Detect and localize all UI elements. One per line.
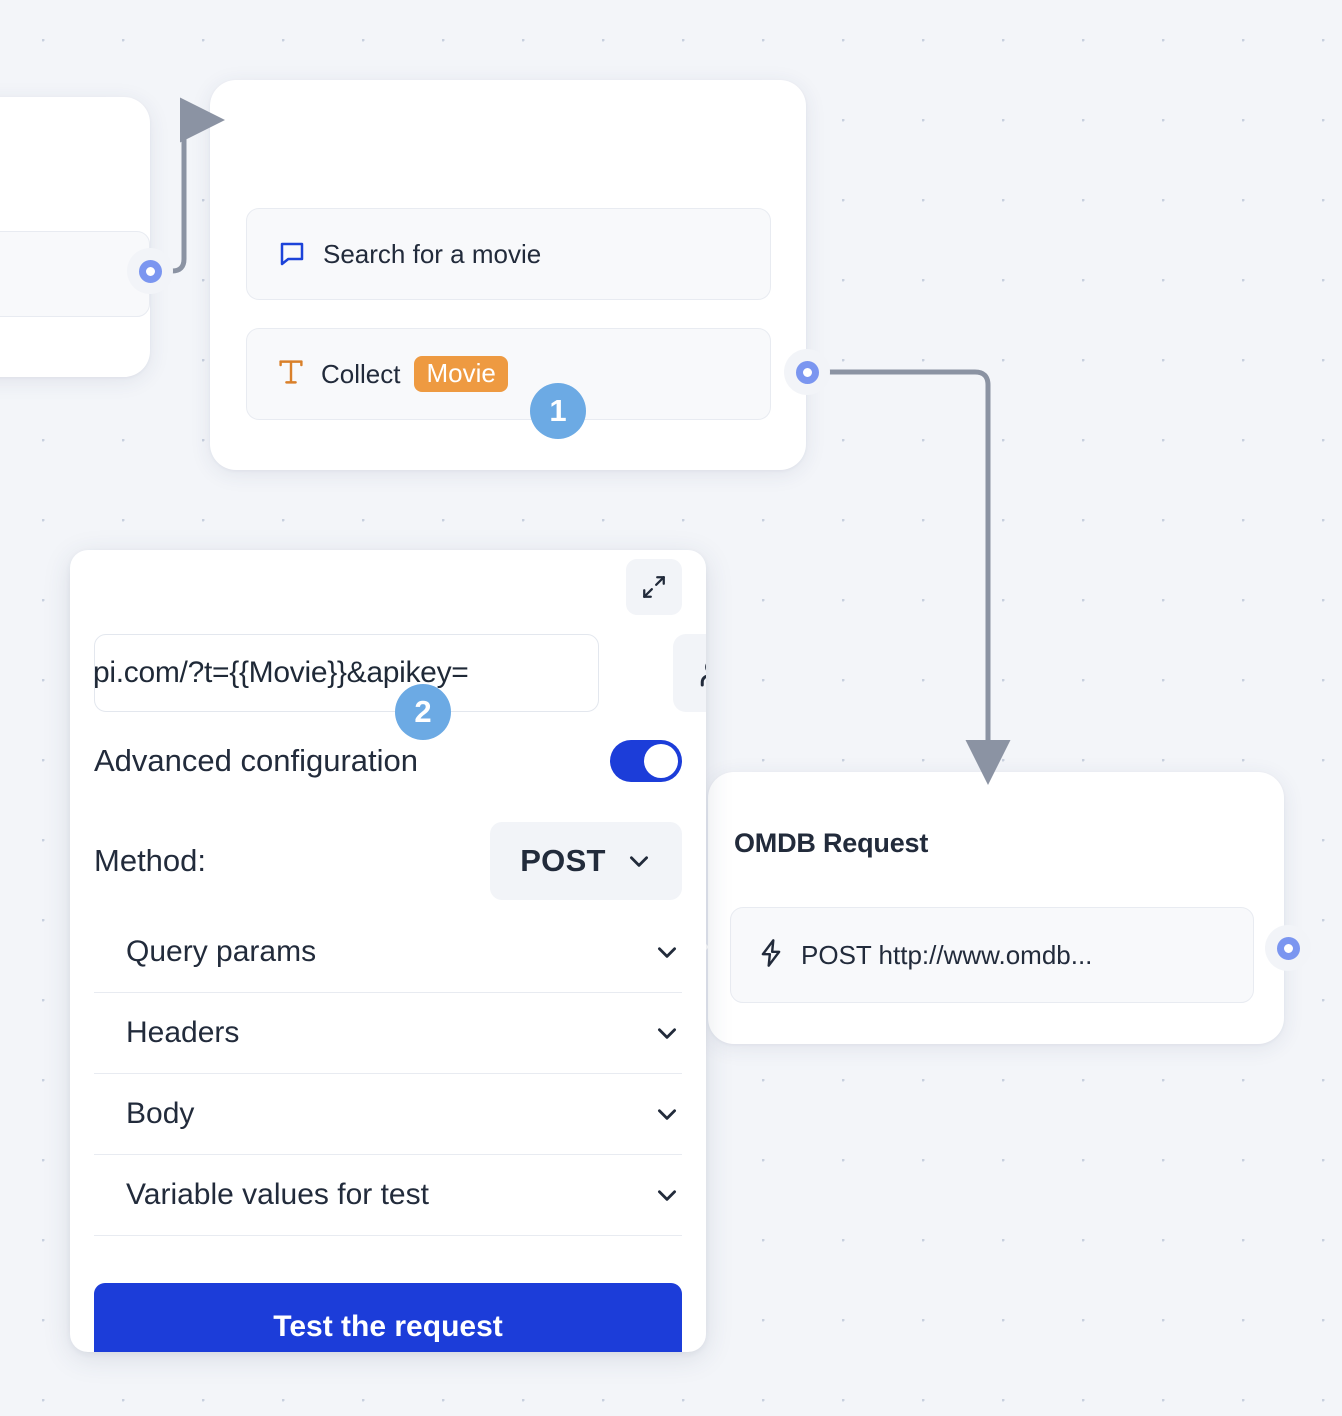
- step-marker-2: 2: [395, 684, 451, 740]
- port-omdb-request-output[interactable]: [1265, 925, 1311, 971]
- accordion-label: Variable values for test: [126, 1178, 429, 1211]
- chevron-down-icon[interactable]: [654, 1182, 680, 1208]
- port-movie-search-output[interactable]: [784, 349, 830, 395]
- node-row-omdb-post[interactable]: POST http://www.omdb...: [730, 907, 1254, 1003]
- accordion-headers[interactable]: Headers: [94, 993, 682, 1074]
- port-partial-node-output[interactable]: [127, 248, 173, 294]
- accordion-label: Body: [126, 1097, 195, 1130]
- method-value: POST: [520, 843, 606, 878]
- test-the-request-button[interactable]: Test the request: [94, 1283, 682, 1352]
- method-row: Method: POST: [94, 822, 682, 900]
- expand-diagonal-icon[interactable]: [626, 559, 682, 615]
- person-icon[interactable]: [673, 634, 706, 712]
- edge-partial-to-movie: [162, 97, 225, 274]
- accordion-label: Headers: [126, 1016, 240, 1049]
- partial-node-row[interactable]: [0, 231, 150, 317]
- chat-bubble-icon: [277, 239, 307, 269]
- accordion-body[interactable]: Body: [94, 1074, 682, 1155]
- node-omdb-request[interactable]: OMDB Request POST http://www.omdb...: [694, 772, 1284, 1044]
- chevron-down-icon[interactable]: [654, 1101, 680, 1127]
- accordion-variable-values-for-test[interactable]: Variable values for test: [94, 1155, 682, 1236]
- text-t-icon: [277, 357, 305, 392]
- advanced-configuration-toggle[interactable]: [610, 740, 682, 782]
- partial-node[interactable]: [0, 97, 150, 377]
- chevron-down-icon: [626, 848, 652, 874]
- url-input[interactable]: pi.com/?t={{Movie}}&apikey=: [94, 656, 469, 689]
- node-row-label-omdb: POST http://www.omdb...: [801, 939, 1093, 970]
- method-select[interactable]: POST: [490, 822, 682, 900]
- collect-text: Collect: [321, 358, 401, 389]
- method-label: Method:: [94, 843, 207, 878]
- accordion-query-params[interactable]: Query params: [94, 912, 682, 993]
- accordion-label: Query params: [126, 935, 317, 968]
- lightning-bolt-icon: [757, 938, 785, 973]
- node-row-collect[interactable]: Collect Movie: [246, 328, 771, 420]
- request-config-panel[interactable]: pi.com/?t={{Movie}}&apikey= Advanced con…: [70, 550, 706, 1352]
- advanced-configuration-row[interactable]: Advanced configuration: [94, 740, 682, 782]
- edge-movie-to-omdb: [827, 369, 1011, 785]
- url-input-wrapper[interactable]: pi.com/?t={{Movie}}&apikey=: [94, 634, 599, 712]
- node-row-label-collect: Collect Movie: [321, 356, 508, 392]
- node-row-label-search: Search for a movie: [323, 238, 542, 269]
- chevron-down-icon[interactable]: [654, 1020, 680, 1046]
- advanced-configuration-label: Advanced configuration: [94, 743, 419, 778]
- variable-chip-movie[interactable]: Movie: [414, 356, 508, 392]
- accordion-list: Query params Headers Body: [94, 912, 682, 1236]
- node-movie-search[interactable]: Movie search Search for a movie: [210, 80, 806, 470]
- node-row-search-for-a-movie[interactable]: Search for a movie: [246, 208, 771, 300]
- chevron-down-icon[interactable]: [654, 939, 680, 965]
- node-title-omdb-request: OMDB Request: [734, 828, 929, 858]
- step-marker-1: 1: [530, 383, 586, 439]
